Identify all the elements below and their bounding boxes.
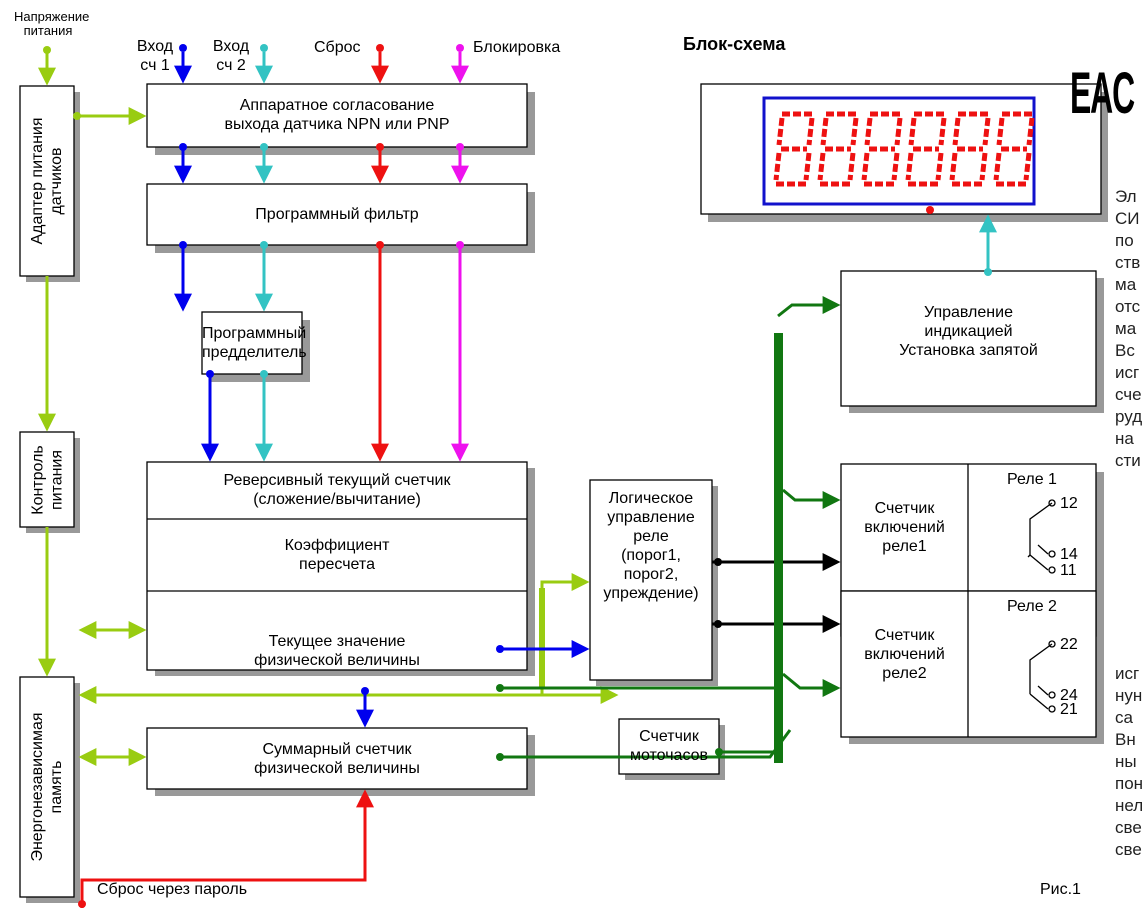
- terminal-24: 24: [1060, 687, 1078, 704]
- display-segment: [1026, 117, 1035, 146]
- relay-contacts: [1027, 499, 1056, 713]
- green-lines: [500, 296, 841, 759]
- display-segment: [979, 152, 988, 181]
- display-segment: [891, 152, 900, 181]
- power-lines: [38, 50, 619, 766]
- reversible-counter-block: Реверсивный текущий счетчик(сложение/выч…: [223, 472, 451, 508]
- display-segment: [905, 152, 914, 181]
- relay2-title: Реле 2: [1007, 598, 1057, 615]
- display-segment: [820, 117, 829, 146]
- terminal-14: 14: [1060, 546, 1078, 563]
- side-text-fragment: на: [1115, 429, 1134, 448]
- display-segment: [861, 152, 870, 181]
- side-text-fragment: Вс: [1115, 341, 1135, 360]
- side-text-fragment: Вн: [1115, 730, 1136, 749]
- display-segment: [949, 152, 958, 181]
- side-text-fragment: нун: [1115, 686, 1143, 705]
- reset-input-label: Сброс: [314, 39, 361, 56]
- green-bus: [774, 333, 783, 763]
- side-text-fragment: руд: [1115, 407, 1143, 426]
- display-segment: [993, 152, 1002, 181]
- side-text-fragment: по: [1115, 231, 1134, 250]
- display-segment: [1023, 152, 1032, 181]
- display-segment: [864, 117, 873, 146]
- signal-dots: [78, 44, 992, 908]
- terminal-21: 21: [1060, 701, 1078, 718]
- green-dots: [496, 684, 723, 761]
- side-text-fragment: сче: [1115, 385, 1142, 404]
- relay1-title: Реле 1: [1007, 471, 1057, 488]
- display-segment: [908, 117, 917, 146]
- side-text-fragment: Эл: [1115, 187, 1137, 206]
- reset-via-password-label: Сброс через пароль: [97, 881, 248, 898]
- display-segment: [894, 117, 903, 146]
- side-text-fragment: са: [1115, 708, 1133, 727]
- display-segment: [817, 152, 826, 181]
- display-segment: [803, 152, 812, 181]
- side-text-fragment: ма: [1115, 275, 1137, 294]
- side-text-fragment: пон: [1115, 774, 1144, 793]
- terminal-22: 22: [1060, 636, 1078, 653]
- software-filter-block: Программный фильтр: [255, 206, 419, 223]
- diagram-title: Блок-схема: [683, 34, 786, 54]
- display-segment: [847, 152, 856, 181]
- eac-mark: EAC: [1070, 61, 1135, 126]
- display-segment: [935, 152, 944, 181]
- side-text-fragment: ств: [1115, 253, 1141, 272]
- figure-caption: Рис.1: [1040, 881, 1081, 898]
- side-text-fragment: нел: [1115, 796, 1144, 815]
- display-segment: [982, 117, 991, 146]
- side-text-fragment: исг: [1115, 664, 1140, 683]
- block-input-label: Блокировка: [473, 39, 561, 56]
- display-segment: [806, 117, 815, 146]
- side-text-fragment: СИ: [1115, 209, 1140, 228]
- seven-segment-display: [773, 111, 1035, 187]
- side-text-fragment: све: [1115, 840, 1142, 859]
- side-text-fragment: све: [1115, 818, 1142, 837]
- side-text-fragment: ны: [1115, 752, 1137, 771]
- display-segment: [776, 117, 785, 146]
- side-text-fragment: отс: [1115, 297, 1141, 316]
- side-text-fragment: сти: [1115, 451, 1141, 470]
- side-text-fragment: ма: [1115, 319, 1137, 338]
- side-text-fragment: исг: [1115, 363, 1140, 382]
- terminal-12: 12: [1060, 495, 1078, 512]
- display-segment: [996, 117, 1005, 146]
- display-segment: [952, 117, 961, 146]
- terminal-11: 11: [1060, 562, 1077, 579]
- display-segment: [773, 152, 782, 181]
- display-decimal-point: [926, 206, 934, 214]
- display-segment: [938, 117, 947, 146]
- display-segment: [850, 117, 859, 146]
